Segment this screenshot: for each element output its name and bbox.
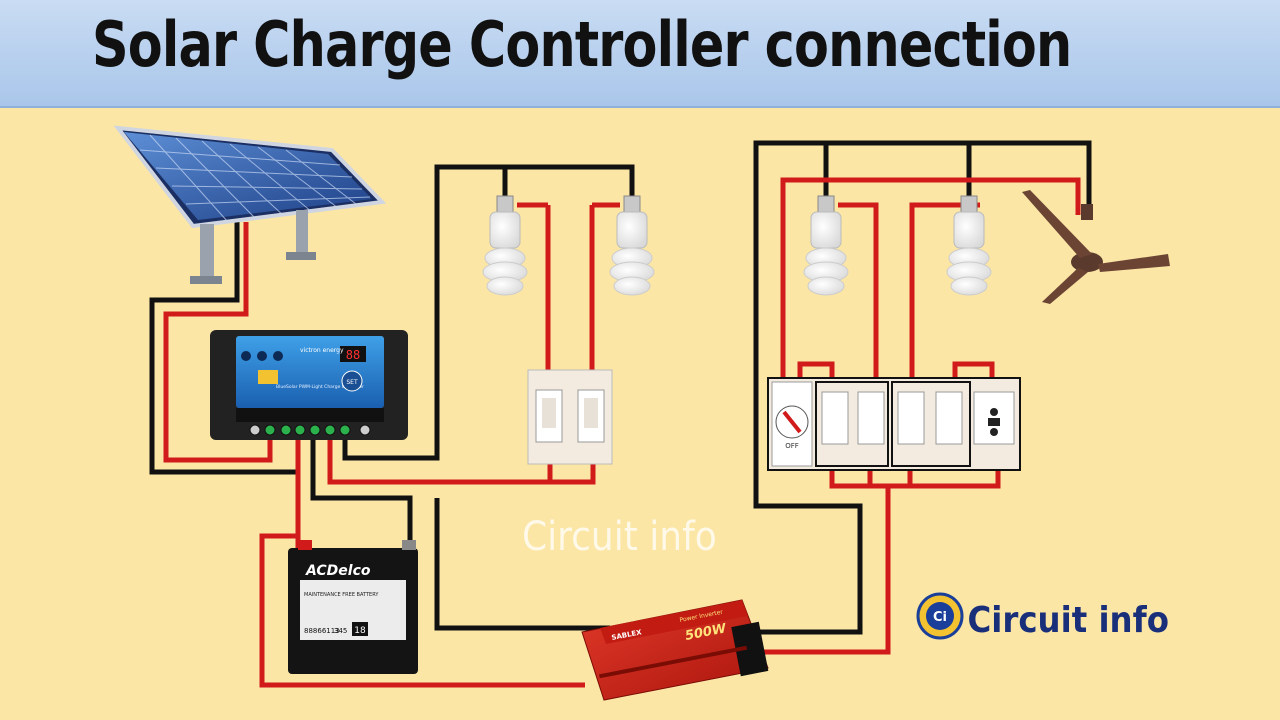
wire-ac-loop2 [952,361,995,378]
wire-fan-feed [780,177,1081,380]
wire-ac-bulb1-switch [838,202,879,378]
title-banner: Solar Charge Controller connection [0,0,1280,108]
controller-terminals [249,424,371,436]
dc-bulb-right [609,195,655,296]
battery-brand: ACDelco [305,563,371,579]
dc-bulb-left [482,195,528,296]
ac-bulb-right [946,195,992,296]
ac-bulb-left [803,195,849,296]
wire-battery-negative [310,430,413,548]
logo-letters: Ci [933,610,947,625]
wire-ac-live [760,470,1001,655]
brand-logo: Ci Circuit info [916,592,1169,641]
wire-ac-neutral [753,140,1092,635]
regulator-off-label: OFF [785,442,799,450]
ac-switch-board: OFF [767,377,1021,471]
battery-group: 18 [354,626,366,636]
page-title: Solar Charge Controller connection [92,8,1072,81]
battery-code2: 345 [334,627,347,635]
wires [149,140,1092,688]
solar-panel [113,125,387,284]
ceiling-fan [1022,190,1170,304]
wire-ac-live-bus [829,470,960,489]
watermark: Circuit info [522,513,717,559]
battery: ACDelco MAINTENANCE FREE BATTERY 8886611… [288,540,418,674]
battery-label: MAINTENANCE FREE BATTERY [304,592,379,598]
battery-code: 88866113 [304,627,340,635]
controller-set-button: SET [346,379,358,386]
controller-display: 88 [346,348,360,362]
dc-switch-board [527,369,613,465]
wire-ac-loop1 [797,361,835,378]
wire-load-positive-bulbs [327,430,596,485]
wire-inverter-negative [434,498,610,631]
charge-controller: 88 victron energy BlueSolar PWM-Light Ch… [210,330,408,440]
wire-load-negative-bulbs [342,164,635,461]
controller-brand: victron energy [300,347,344,354]
wire-ac-bulb2-switch [909,202,980,378]
wire-panel-positive [163,222,273,463]
controller-model: BlueSolar PWM-Light Charge Controller [276,384,364,390]
brand-name: Circuit info [968,599,1169,641]
inverter: SABLEX Power Inverter 500W [581,599,769,701]
